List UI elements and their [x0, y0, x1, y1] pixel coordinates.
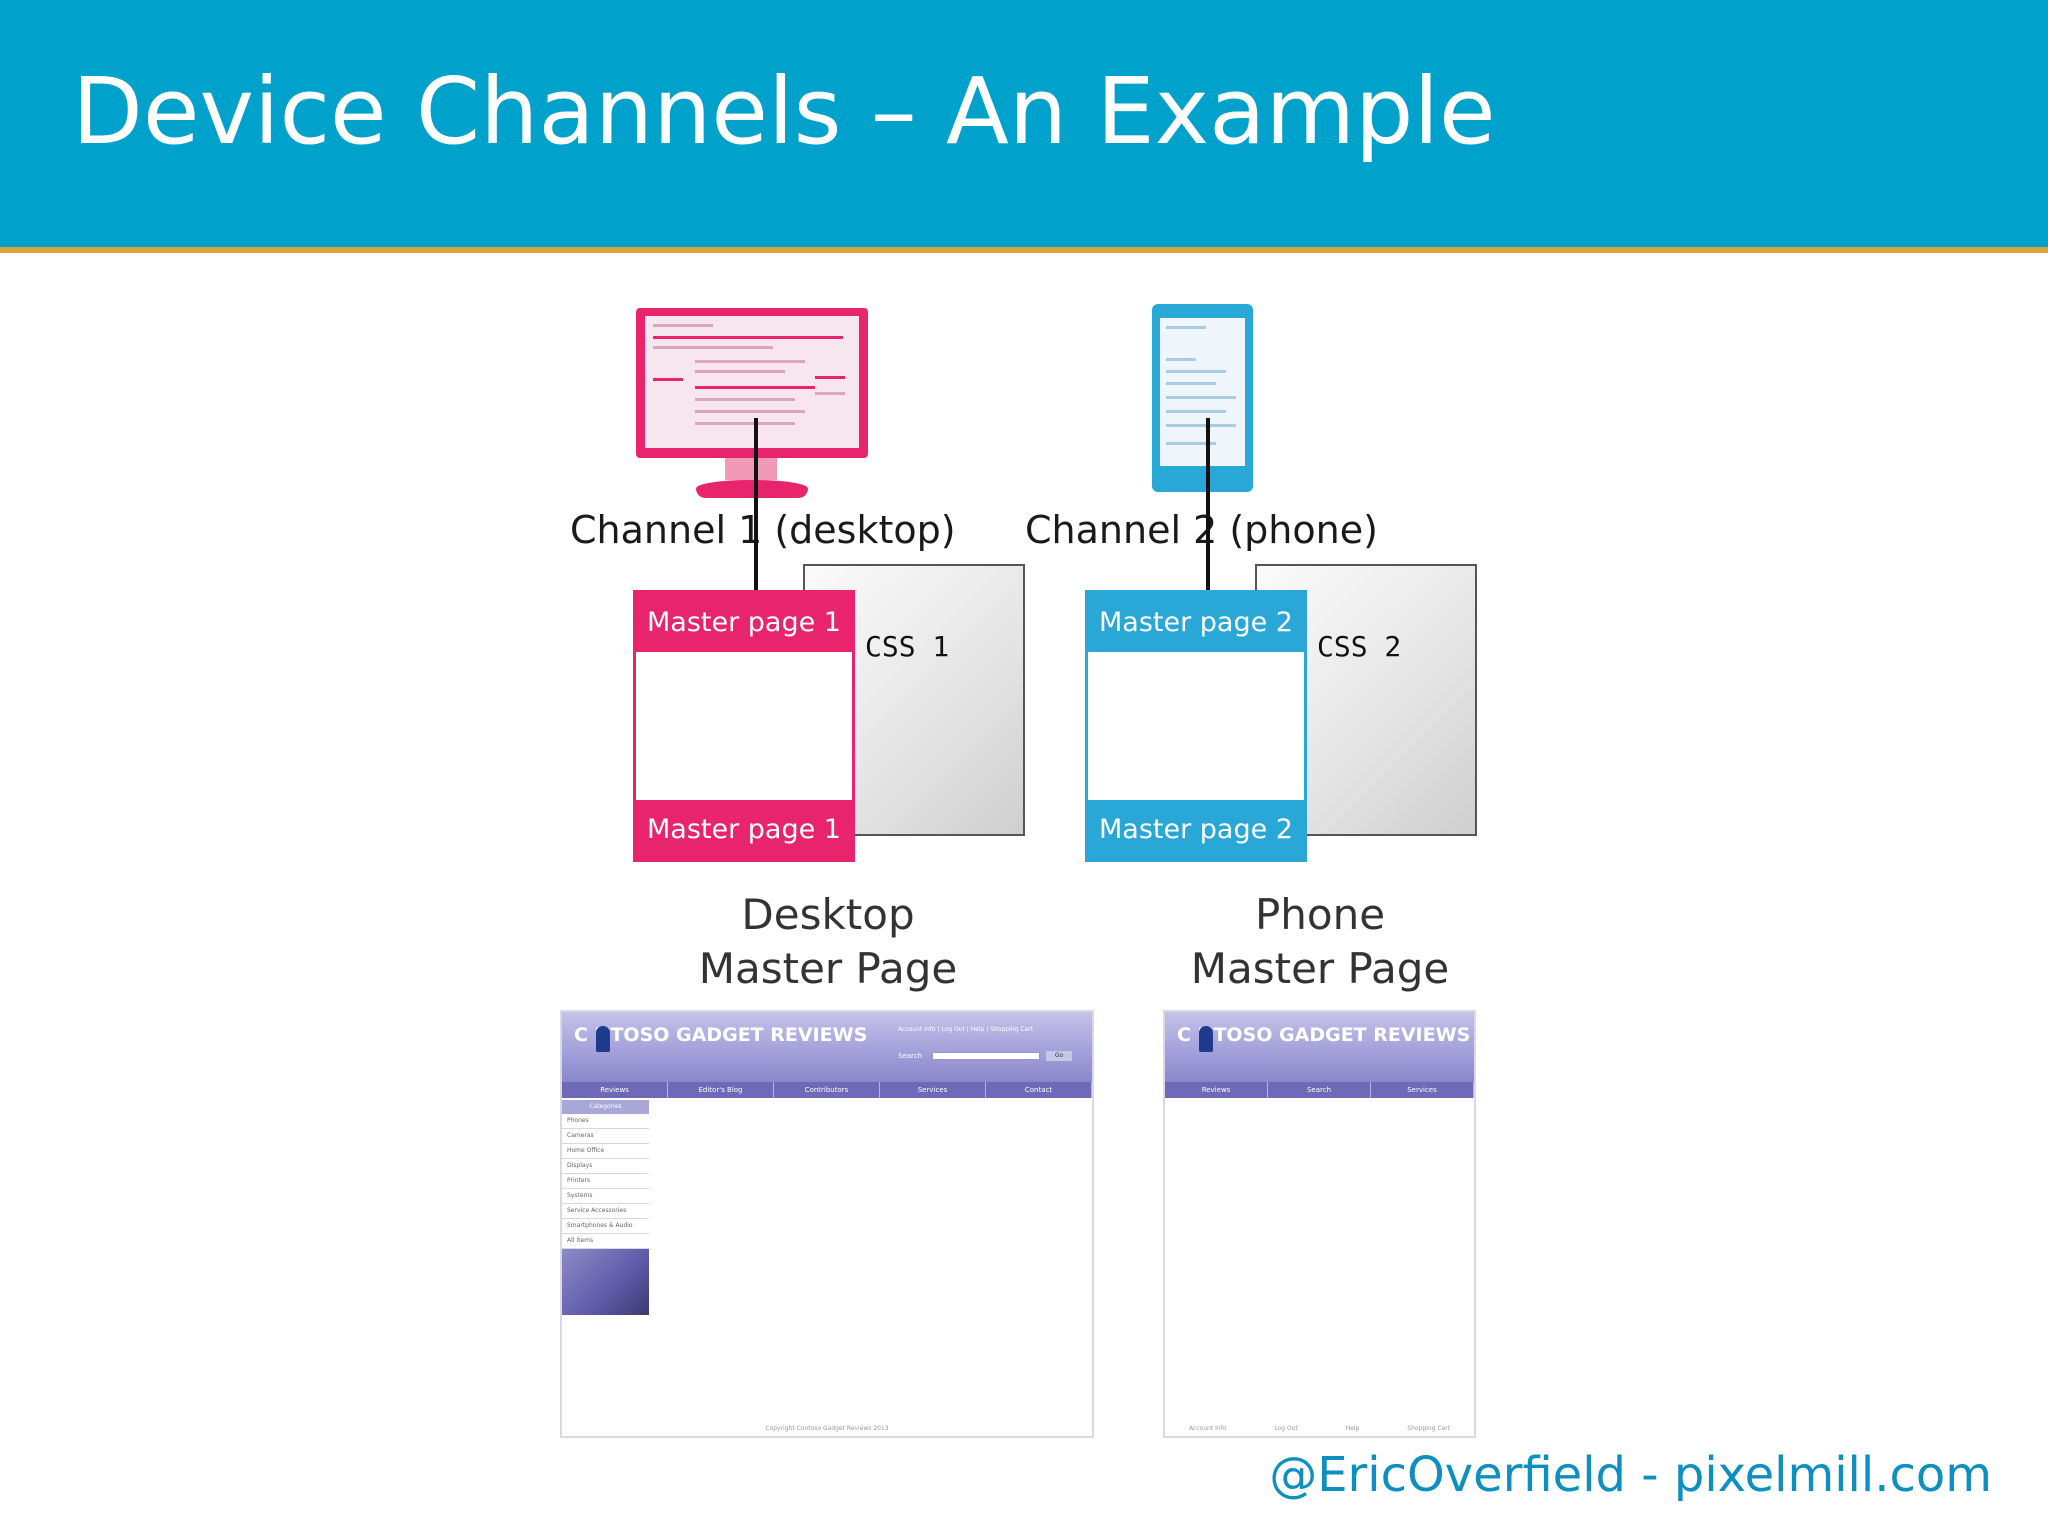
phone-caption-line2: Master Page — [1190, 944, 1450, 993]
phone-caption-line1: Phone — [1254, 890, 1386, 939]
phone-footer-link[interactable]: Account Info — [1188, 1425, 1227, 1432]
desktop-sidebar-item[interactable]: Smartphones & Audio — [562, 1219, 649, 1234]
mini-line — [695, 386, 815, 389]
channel-1-label: Channel 1 (desktop) — [570, 508, 956, 552]
desktop-caption: Desktop Master Page — [688, 888, 968, 996]
mini-line — [695, 422, 795, 425]
mini-line — [653, 346, 773, 349]
mini-line — [653, 336, 843, 339]
desktop-nav-item[interactable]: Contributors — [774, 1082, 880, 1098]
ribbon-icon — [1199, 1026, 1213, 1052]
mini-line — [695, 398, 795, 401]
mini-line — [1166, 396, 1236, 399]
mini-line — [1166, 442, 1216, 445]
desktop-site-logo: C NTOSO GADGET REVIEWS — [574, 1024, 868, 1046]
mini-line — [1166, 424, 1236, 427]
slide-header: Device Channels – An Example — [0, 0, 2048, 253]
desktop-sidebar-item[interactable]: Service Accessories — [562, 1204, 649, 1219]
mini-line — [1166, 358, 1196, 361]
monitor-screen-content — [645, 316, 859, 448]
phone-site-nav: Reviews Search Services — [1165, 1082, 1474, 1098]
phone-footer-link[interactable]: Log Out — [1274, 1425, 1298, 1432]
slide-footer: @EricOverfield - pixelmill.com — [1269, 1447, 1992, 1503]
mini-line — [653, 378, 683, 381]
phone-site-footer: Account Info Log Out Help Shopping Cart — [1165, 1425, 1474, 1432]
mini-line — [695, 370, 785, 373]
desktop-sidebar: Categories Phones Cameras Home Office Di… — [562, 1100, 649, 1315]
desktop-site-nav: Reviews Editor's Blog Contributors Servi… — [562, 1082, 1092, 1098]
desktop-nav-item[interactable]: Services — [880, 1082, 986, 1098]
mini-line — [653, 324, 713, 327]
mini-line — [1166, 410, 1226, 413]
mini-line — [1166, 326, 1206, 329]
phone-screen-content — [1160, 318, 1245, 466]
desktop-sidebar-heading: Categories — [562, 1100, 649, 1114]
desktop-site-mockup: C NTOSO GADGET REVIEWS Account Info | Lo… — [560, 1010, 1094, 1438]
master-page-1-top-band: Master page 1 — [636, 593, 852, 652]
desktop-sidebar-item[interactable]: Systems — [562, 1189, 649, 1204]
mini-line — [695, 360, 805, 363]
desktop-caption-line2: Master Page — [698, 944, 958, 993]
css-1-label: CSS 1 — [865, 630, 950, 663]
desktop-nav-item[interactable]: Editor's Blog — [668, 1082, 774, 1098]
desktop-nav-item[interactable]: Reviews — [562, 1082, 668, 1098]
desktop-search-input[interactable] — [932, 1052, 1040, 1060]
desktop-nav-item[interactable]: Contact — [986, 1082, 1092, 1098]
desktop-search-label: Search — [898, 1052, 923, 1060]
phone-footer-link[interactable]: Help — [1345, 1425, 1360, 1432]
master-page-1-card: Master page 1 Master page 1 — [633, 590, 855, 862]
mini-line — [1166, 382, 1216, 385]
desktop-sidebar-item[interactable]: Cameras — [562, 1129, 649, 1144]
master-page-2-top-band: Master page 2 — [1088, 593, 1304, 652]
desktop-sidebar-photo — [562, 1249, 649, 1315]
desktop-sidebar-item[interactable]: Displays — [562, 1159, 649, 1174]
phone-site-logo: C NTOSO GADGET REVIEWS — [1177, 1024, 1471, 1046]
smartphone-icon — [1152, 304, 1253, 492]
desktop-site-header: C NTOSO GADGET REVIEWS Account Info | Lo… — [562, 1012, 1092, 1082]
desktop-sidebar-item[interactable]: Phones — [562, 1114, 649, 1129]
mini-line — [1166, 370, 1226, 373]
ribbon-icon — [596, 1026, 610, 1052]
desktop-sidebar-item[interactable]: All Items — [562, 1234, 649, 1249]
desktop-sidebar-item[interactable]: Printers — [562, 1174, 649, 1189]
desktop-util-links: Account Info | Log Out | Help | Shopping… — [898, 1026, 1033, 1033]
desktop-search-button[interactable]: Go — [1046, 1051, 1072, 1061]
phone-site-mockup: C NTOSO GADGET REVIEWS Reviews Search Se… — [1163, 1010, 1476, 1438]
mini-line — [815, 392, 845, 395]
desktop-sidebar-item[interactable]: Home Office — [562, 1144, 649, 1159]
master-page-2-card: Master page 2 Master page 2 — [1085, 590, 1307, 862]
phone-site-header: C NTOSO GADGET REVIEWS — [1165, 1012, 1474, 1082]
channel-2-label: Channel 2 (phone) — [1025, 508, 1378, 552]
phone-nav-item[interactable]: Reviews — [1165, 1082, 1268, 1098]
monitor-neck — [725, 458, 777, 480]
phone-caption: Phone Master Page — [1180, 888, 1460, 996]
phone-footer-link[interactable]: Shopping Cart — [1407, 1425, 1451, 1432]
desktop-caption-line1: Desktop — [741, 890, 915, 939]
master-page-2-bottom-band: Master page 2 — [1088, 800, 1304, 859]
desktop-site-footer: Copyright Contoso Gadget Reviews 2013 — [765, 1425, 889, 1432]
mini-line — [695, 410, 805, 413]
phone-nav-item[interactable]: Search — [1268, 1082, 1371, 1098]
mini-line — [815, 376, 845, 379]
monitor-screen — [636, 308, 868, 458]
slide-title: Device Channels – An Example — [72, 58, 1496, 165]
channel-1-connector — [754, 418, 758, 590]
phone-nav-item[interactable]: Services — [1371, 1082, 1474, 1098]
monitor-base — [696, 480, 808, 498]
channel-2-connector — [1206, 418, 1210, 590]
master-page-1-bottom-band: Master page 1 — [636, 800, 852, 859]
css-2-label: CSS 2 — [1317, 630, 1402, 663]
